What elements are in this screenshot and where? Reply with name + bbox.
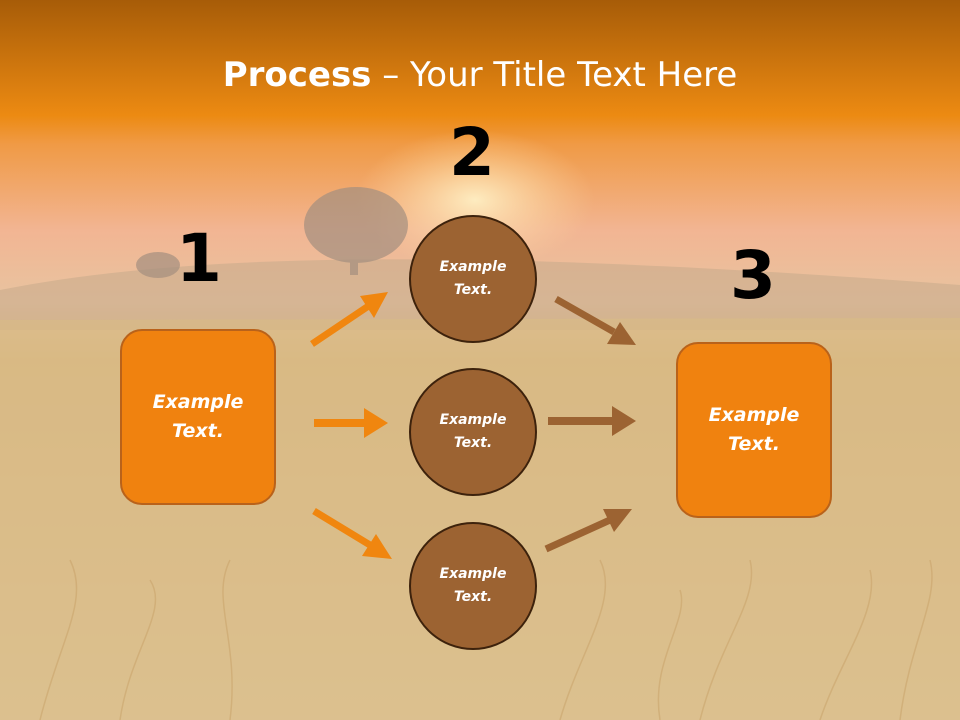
circle-top: Example Text. [409, 215, 537, 343]
circle-middle: Example Text. [409, 368, 537, 496]
arrow-left-to-top [310, 292, 388, 347]
arrow-bottom-to-right [544, 509, 632, 553]
arrow-left-to-bottom [312, 508, 392, 559]
circle-top-text: Example Text. [439, 259, 507, 298]
arrow-middle-to-right [548, 406, 636, 436]
step-number-2: 2 [449, 114, 495, 191]
circle-middle-text: Example Text. [439, 412, 507, 451]
arrow-left-to-middle [314, 408, 388, 438]
step-number-1: 1 [176, 220, 222, 297]
step-number-3: 3 [730, 237, 776, 314]
left-box-text: Example Text. [152, 391, 244, 442]
arrow-top-to-right [554, 295, 636, 345]
title-rest: – Your Title Text Here [371, 55, 738, 95]
title-bold: Process [222, 55, 372, 95]
circle-bottom-text: Example Text. [439, 566, 507, 605]
right-box-text: Example Text. [708, 404, 800, 455]
slide-title: Process – Your Title Text Here [0, 52, 960, 98]
circle-bottom: Example Text. [409, 522, 537, 650]
right-process-box: Example Text. [676, 342, 832, 518]
left-process-box: Example Text. [120, 329, 276, 505]
